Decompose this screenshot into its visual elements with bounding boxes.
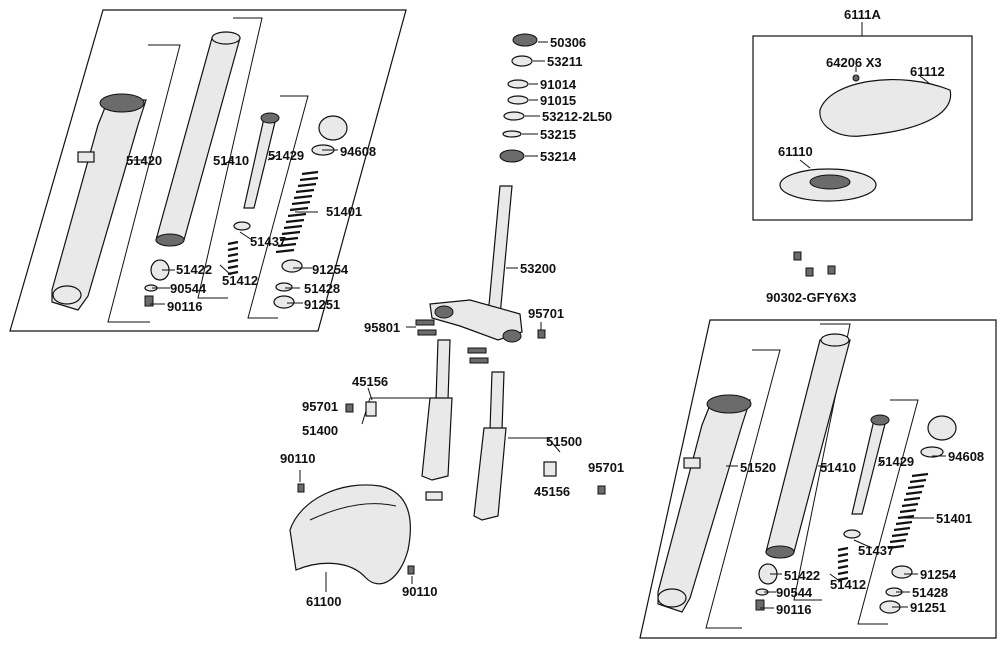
race-53212 — [503, 111, 525, 121]
label-90116-left: 90116 — [167, 299, 202, 314]
label-51422-left: 51422 — [176, 262, 212, 277]
fork-leg-51500: 51500 95701 45156 — [473, 371, 624, 521]
label-53200: 53200 — [520, 261, 556, 276]
label-51429-left: 51429 — [268, 148, 304, 163]
label-51429-right: 51429 — [878, 454, 914, 469]
damper-rod-51429 — [243, 112, 280, 209]
label-51401-right: 51401 — [936, 511, 972, 526]
label-50306: 50306 — [550, 35, 586, 50]
cover-61112 — [819, 79, 952, 137]
screw-90110-bottom — [407, 565, 415, 575]
inner-tube-51410 — [155, 31, 241, 247]
left-fork-group: 51420 51410 51429 94608 51401 51437 5142… — [9, 9, 407, 332]
fork-leg-51400: 45156 95701 51400 — [302, 339, 453, 501]
seal-91254 — [281, 259, 303, 273]
label-61110: 61110 — [778, 144, 813, 159]
washer-53211 — [511, 55, 533, 67]
label-53215: 53215 — [540, 127, 576, 142]
bolt-90116-right — [755, 599, 765, 611]
label-51400: 51400 — [302, 423, 338, 438]
seal-91254-right — [891, 565, 913, 579]
label-45156-right: 45156 — [534, 484, 570, 499]
label-91251-right: 91251 — [910, 600, 946, 615]
label-51422-right: 51422 — [784, 568, 820, 583]
label-53212: 53212-2L50 — [542, 109, 612, 124]
label-61112: 61112 — [910, 64, 945, 79]
label-91015: 91015 — [540, 93, 576, 108]
steering-head-parts: 50306 53211 91014 91015 53212-2L50 53215… — [499, 33, 612, 164]
ring-53215 — [502, 130, 522, 138]
label-90544-right: 90544 — [776, 585, 813, 600]
inner-tube-51410-right — [765, 333, 851, 559]
screw-90110-top — [297, 483, 305, 493]
front-fender-61100: 90110 61100 90110 — [280, 451, 437, 609]
label-51428-left: 51428 — [304, 281, 340, 296]
race-53214 — [499, 149, 525, 163]
label-64206: 64206 X3 — [826, 55, 882, 70]
label-90544-left: 90544 — [170, 281, 207, 296]
label-95701-right: 95701 — [588, 460, 624, 475]
label-91254-right: 91254 — [920, 567, 957, 582]
label-6111A: 6111A — [844, 7, 881, 22]
label-51412-right: 51412 — [830, 577, 866, 592]
seal-91251 — [273, 295, 295, 309]
label-51410-left: 51410 — [213, 153, 249, 168]
label-94608-left: 94608 — [340, 144, 376, 159]
label-51420-left: 51420 — [126, 153, 162, 168]
label-45156-left: 45156 — [352, 374, 388, 389]
kit-6111A: 6111A 64206 X3 61112 61110 — [752, 7, 973, 221]
bolt-95801 — [415, 319, 435, 326]
label-91014: 91014 — [540, 77, 577, 92]
cap-94608-right — [920, 415, 957, 458]
washer-91015 — [507, 95, 529, 105]
label-90302: 90302-GFY6X3 — [766, 290, 856, 305]
label-51428-right: 51428 — [912, 585, 948, 600]
washer-91014 — [507, 79, 529, 89]
label-61100: 61100 — [306, 594, 341, 609]
steering-stem-53200: 53200 95801 95701 — [364, 185, 564, 364]
nut-50306 — [512, 33, 538, 47]
label-51437-left: 51437 — [250, 234, 286, 249]
label-90110-top: 90110 — [280, 451, 315, 466]
label-91254-left: 91254 — [312, 262, 349, 277]
nuts-90302: 90302-GFY6X3 — [766, 251, 856, 305]
label-90110-bottom: 90110 — [402, 584, 437, 599]
fork-slider-51520 — [657, 394, 752, 613]
spring-51412-right — [837, 546, 849, 582]
label-95701-left: 95701 — [302, 399, 338, 414]
label-51520: 51520 — [740, 460, 776, 475]
spring-51412 — [227, 240, 239, 276]
label-51412-left: 51412 — [222, 273, 258, 288]
ring-51428 — [275, 282, 293, 292]
label-51437-right: 51437 — [858, 543, 894, 558]
fork-slider-51420 — [51, 93, 147, 311]
spring-51401-right — [887, 472, 929, 550]
label-91251-left: 91251 — [304, 297, 340, 312]
label-94608-right: 94608 — [948, 449, 984, 464]
label-53211: 53211 — [547, 54, 582, 69]
bolt-90116 — [144, 295, 154, 307]
label-51500: 51500 — [546, 434, 582, 449]
spring-51401 — [275, 170, 319, 254]
label-95701-top: 95701 — [528, 306, 564, 321]
right-fork-group: 51520 51410 51429 94608 51401 51437 5142… — [639, 319, 997, 639]
label-95801: 95801 — [364, 320, 400, 335]
label-51410-right: 51410 — [820, 460, 856, 475]
ring-51437 — [233, 221, 251, 231]
label-51401-left: 51401 — [326, 204, 362, 219]
damper-rod-51429-right — [851, 414, 890, 515]
label-53214: 53214 — [540, 149, 577, 164]
ring-51437-right — [843, 529, 861, 539]
label-90116-right: 90116 — [776, 602, 811, 617]
